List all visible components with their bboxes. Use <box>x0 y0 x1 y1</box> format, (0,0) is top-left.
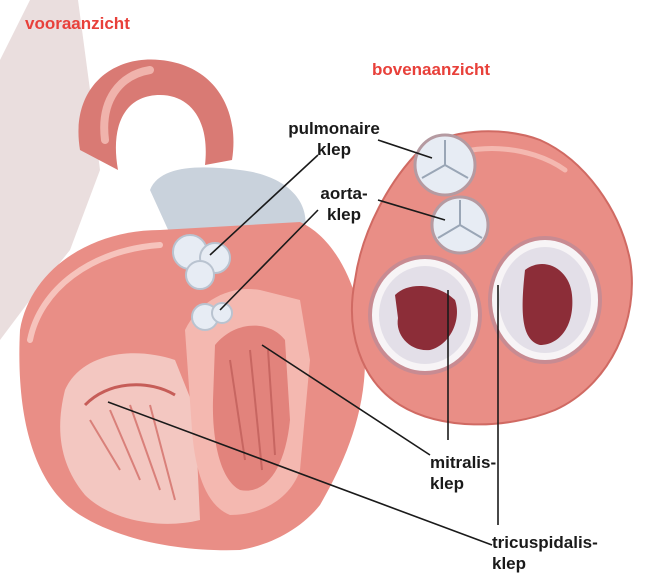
label-pulmonary-line1: pulmonaire <box>280 118 388 139</box>
label-tricuspid-line1: tricuspidalis- <box>492 532 598 553</box>
title-front-view: vooraanzicht <box>25 14 130 34</box>
label-tricuspid-valve: tricuspidalis- klep <box>492 532 598 574</box>
heart-top-view <box>352 131 632 424</box>
mitral-valve-top <box>370 257 480 373</box>
label-mitral-valve: mitralis- klep <box>430 452 496 494</box>
aortic-valve-top <box>432 197 488 253</box>
label-aortic-line2: klep <box>306 204 382 225</box>
heart-front-view <box>0 0 365 550</box>
pulmonary-valve-top <box>415 135 475 195</box>
label-pulmonary-line2: klep <box>280 139 388 160</box>
label-tricuspid-line2: klep <box>492 553 598 574</box>
title-top-view: bovenaanzicht <box>372 60 490 80</box>
label-mitral-line1: mitralis- <box>430 452 496 473</box>
label-aortic-valve: aorta- klep <box>306 183 382 225</box>
label-pulmonary-valve: pulmonaire klep <box>280 118 388 160</box>
label-mitral-line2: klep <box>430 473 496 494</box>
label-aortic-line1: aorta- <box>306 183 382 204</box>
tricuspid-valve-top <box>490 238 600 362</box>
